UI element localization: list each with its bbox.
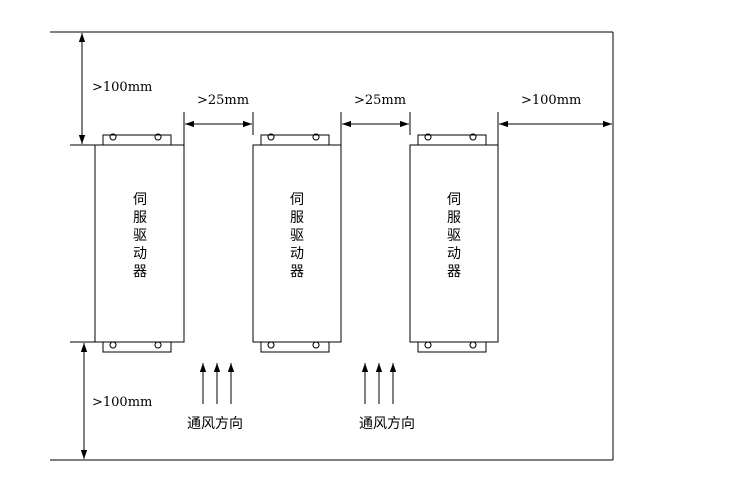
bottom-clearance-label: >100mm (92, 395, 152, 410)
airflow-arrows-1: 通风方向 (187, 363, 243, 432)
servo-drive-3: 伺 服 驱 动 器 (409, 133, 499, 353)
gap-2-3-dimension: >25mm (342, 93, 409, 128)
gap-2-3-label: >25mm (354, 93, 406, 108)
drive-1-char-1: 伺 (133, 192, 147, 208)
airflow-label-2: 通风方向 (359, 416, 415, 432)
drive-1-char-5: 器 (133, 264, 147, 280)
drive-2-char-2: 服 (290, 210, 304, 226)
drive-3-char-1: 伺 (447, 192, 461, 208)
drive-1-char-2: 服 (133, 210, 147, 226)
drive-1-char-4: 动 (133, 246, 147, 262)
drive-3-char-5: 器 (447, 264, 461, 280)
drive-2-char-3: 驱 (290, 228, 304, 244)
airflow-label-1: 通风方向 (187, 416, 243, 432)
bottom-clearance-dimension: >100mm (80, 343, 152, 459)
gap-1-2-label: >25mm (197, 93, 249, 108)
servo-drive-1: 伺 服 驱 动 器 (94, 133, 185, 353)
drive-2-char-5: 器 (290, 264, 304, 280)
top-clearance-dimension: >100mm (78, 33, 152, 144)
drive-3-char-2: 服 (447, 210, 461, 226)
drive-3-char-4: 动 (447, 246, 461, 262)
drive-1-char-3: 驱 (133, 228, 147, 244)
servo-drive-2: 伺 服 驱 动 器 (252, 133, 342, 353)
right-clearance-label: >100mm (521, 93, 581, 108)
drive-2-char-4: 动 (290, 246, 304, 262)
reference-lines (70, 144, 95, 343)
gap-1-2-dimension: >25mm (185, 93, 252, 128)
cabinet-outline (50, 31, 614, 461)
airflow-arrows-2: 通风方向 (359, 363, 415, 432)
drive-2-char-1: 伺 (290, 192, 304, 208)
top-clearance-label: >100mm (92, 80, 152, 95)
right-clearance-dimension: >100mm (499, 93, 612, 128)
drive-3-char-3: 驱 (447, 228, 461, 244)
gap-extension-lines (183, 112, 499, 145)
